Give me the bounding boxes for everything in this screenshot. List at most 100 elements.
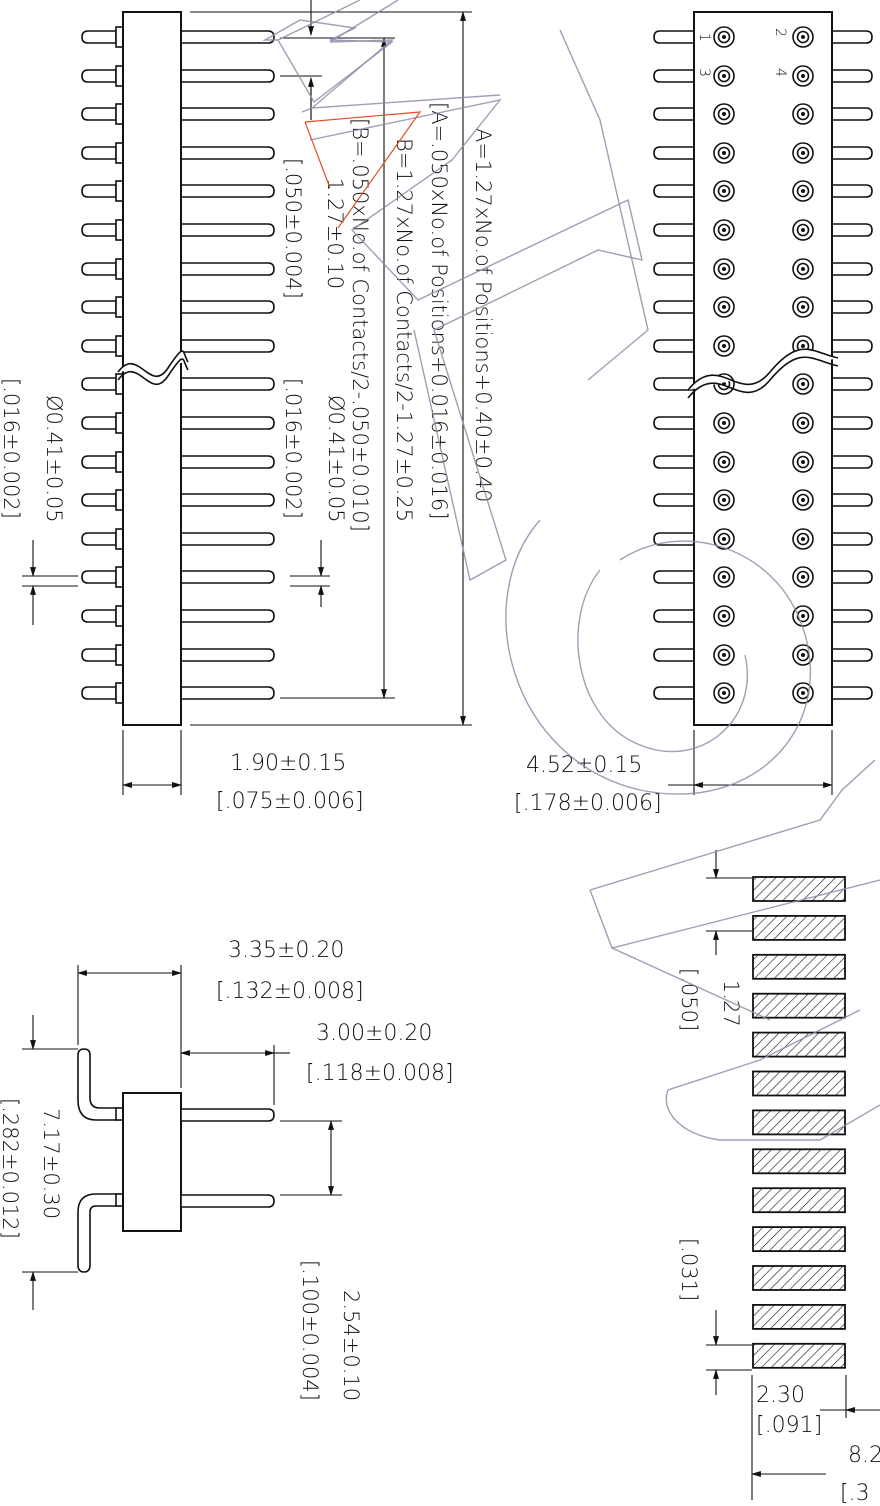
socket-center [722,74,726,78]
socket-inner [717,493,731,507]
front-pin-right [180,377,275,391]
top-pin-right [831,223,873,237]
dim-pad-pitch-mm: 1.27 [719,980,743,1027]
dim-row-pitch-inch: [.100±0.004] [298,1260,322,1401]
dim-pitch-inch: [.050±0.004] [281,158,305,299]
socket-inner [717,223,731,237]
socket-center [801,267,805,271]
top-pin-left [653,223,695,237]
top-view-body [693,11,833,726]
dim-pad-width-inch: [.031] [677,1238,701,1301]
dim-side-b [180,1045,290,1105]
footprint-pad [752,1226,846,1252]
front-pin-left [81,493,117,507]
top-pin-left [653,377,695,391]
dim-pitch [280,0,322,120]
socket-center [801,112,805,116]
footprint-pad [752,953,846,980]
top-pin-left [653,648,695,662]
top-pin-right [831,30,873,44]
pin-number-1: 1 [696,33,712,42]
front-pin-left [81,532,117,546]
front-pin-right [180,493,275,507]
socket-inner [796,107,810,121]
socket-inner [796,223,810,237]
socket-center [722,575,726,579]
top-view-break-line [687,348,839,391]
dim-a-formula-inch: [A=.050xNo.of Positions+0.016±0.016] [427,102,451,519]
footprint-pad [752,1187,846,1214]
socket-center [801,35,805,39]
footprint-pad [752,1109,846,1136]
socket-center [801,421,805,425]
dim-pin-dia-left-mm: Ø0.41±0.05 [42,395,66,523]
top-view: 1 2 3 4 [653,11,873,726]
pin-number-2: 2 [772,28,788,37]
dim-top-width [668,730,833,795]
socket-inner [796,416,810,430]
dim-a [190,11,472,726]
socket-center [722,228,726,232]
socket-center [722,151,726,155]
socket-center [801,344,805,348]
top-pin-right [831,455,873,469]
socket-center [722,267,726,271]
socket-inner [796,184,810,198]
front-pin-left [81,262,117,276]
footprint-pad [752,1265,846,1291]
side-view [77,1048,275,1273]
socket-center [801,460,805,464]
socket-inner [796,377,810,391]
dim-pad-length-inch: [.091] [756,1413,822,1438]
socket-inner [717,184,731,198]
footprint-pad [752,876,846,902]
front-pin-right [180,686,275,700]
top-pin-left [653,107,695,121]
dim-side-a-mm: 3.35±0.20 [228,938,344,963]
side-view-lower-straight-pin [180,1194,275,1208]
top-pin-left [653,455,695,469]
socket-center [722,498,726,502]
top-view-break-line-2 [687,356,839,399]
socket-center [722,614,726,618]
top-pin-right [831,339,873,353]
top-pin-left [653,686,695,700]
front-pin-right [180,146,275,160]
dim-side-height-mm: 7.17±0.30 [39,1108,63,1219]
front-pin-left [81,648,117,662]
dim-body-width [122,730,182,795]
dim-pad-pitch-inch: [.050] [677,968,701,1031]
socket-inner [717,686,731,700]
pin-number-4: 4 [772,68,788,77]
socket-center [722,344,726,348]
socket-center [801,498,805,502]
socket-center [722,35,726,39]
watermark-logo [262,0,880,1141]
top-pin-right [831,570,873,584]
top-pin-right [831,686,873,700]
dim-b-formula-inch: [B=.050xNo.of Contacts/2-.050±0.010] [348,118,372,532]
front-pin-left [81,339,117,353]
dim-row-pitch [280,1120,342,1196]
front-pin-left [81,30,117,44]
dim-body-width-inch: [.075±0.006] [216,789,364,814]
front-pin-left [81,184,117,198]
socket-inner [796,262,810,276]
dim-side-height [22,1015,78,1310]
front-pin-right [180,609,275,623]
front-pin-left [81,223,117,237]
socket-inner [796,532,810,546]
top-pin-right [831,532,873,546]
front-pin-right [180,184,275,198]
socket-inner [796,648,810,662]
socket-inner [796,493,810,507]
dim-body-width-mm: 1.90±0.15 [230,751,346,776]
top-pin-left [653,493,695,507]
dim-b-formula: B=1.27xNo.of Contacts/2-1.27±0.25 [392,138,416,522]
footprint-pad [752,915,846,941]
dim-overall-inch: [.3 [840,1481,870,1506]
footprint-pad [752,1070,846,1097]
front-pin-right [180,300,275,314]
socket-inner [717,416,731,430]
socket-inner [796,609,810,623]
